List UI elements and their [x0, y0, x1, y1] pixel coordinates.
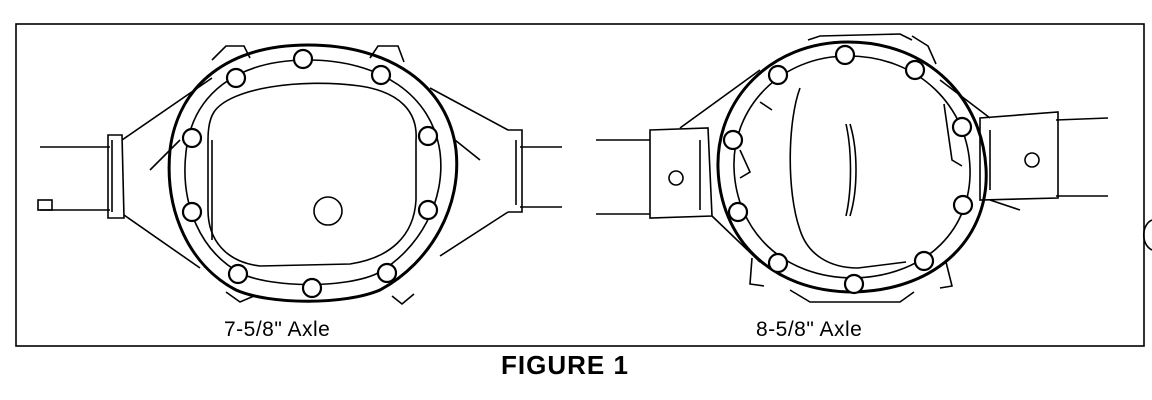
- right-axle-cover-rib: [849, 123, 857, 217]
- left-axle-cover-outer: [167, 43, 459, 303]
- edge-mark: [1142, 219, 1152, 251]
- right-axle-tube-right: [979, 111, 1109, 201]
- left-axle-tube-right: [508, 129, 562, 213]
- right-axle-bolts: [722, 44, 974, 295]
- left-axle-label: 7-5/8" Axle: [224, 318, 331, 341]
- right-axle-cover-inner: [733, 55, 971, 279]
- left-axle-drawing: [37, 43, 562, 306]
- figure-title: FIGURE 1: [501, 350, 629, 380]
- left-axle-housing-arms: [121, 77, 509, 269]
- left-axle-cover-panel: [207, 82, 417, 267]
- left-axle-bolts: [181, 48, 439, 299]
- left-axle-fill-plug: [313, 196, 343, 226]
- right-axle-label: 8-5/8" Axle: [756, 318, 863, 341]
- left-axle-tube-left: [37, 134, 125, 219]
- right-axle-cover-outer: [716, 40, 988, 294]
- right-axle-drawing: [596, 33, 1109, 303]
- right-axle-cover-contour: [789, 87, 907, 269]
- figure-frame: [15, 23, 1145, 347]
- right-axle-tube-left: [596, 127, 713, 219]
